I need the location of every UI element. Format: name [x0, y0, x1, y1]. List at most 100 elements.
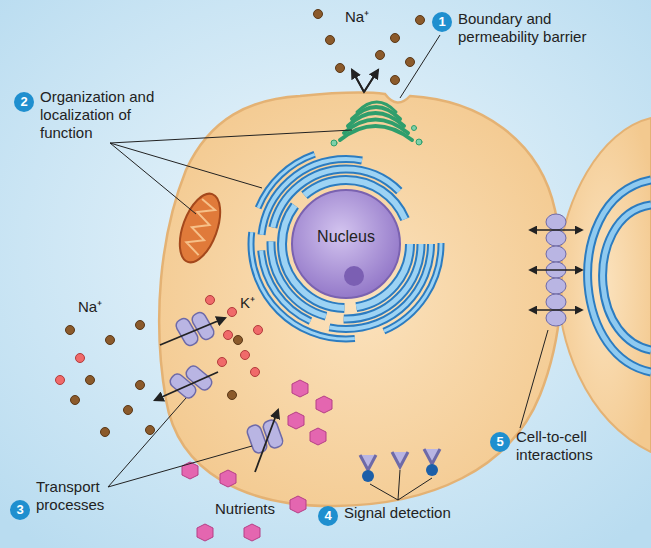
transport-arrow-part: [160, 318, 225, 345]
neighbour-er-part: [588, 180, 651, 372]
callout-number: 4: [318, 506, 338, 526]
receptor-part: [426, 464, 438, 476]
barrier-arrow: [352, 70, 378, 92]
barrier-arrow-part: [364, 70, 378, 92]
potassium-ion-part: [241, 351, 250, 360]
ion-label: Na⁺: [345, 8, 369, 26]
nutrient-molecule-part: [288, 412, 304, 429]
nutrient-molecule-part: [292, 380, 308, 397]
callout-number: 3: [10, 500, 30, 520]
endoplasmic-reticulum-part: [271, 169, 421, 319]
leader-line: [108, 35, 548, 500]
potassium-ion-part: [228, 308, 237, 317]
sodium-ion-part: [326, 36, 335, 45]
leader-line-part: [520, 330, 548, 428]
transport-protein-part: [184, 364, 214, 393]
node-label: Nucleus: [317, 228, 375, 246]
sodium-ion-part: [406, 58, 415, 67]
nutrient-molecule: [182, 380, 332, 541]
nucleolus: [344, 266, 364, 286]
endoplasmic-reticulum: [251, 149, 441, 339]
endoplasmic-reticulum-part: [251, 149, 441, 339]
sodium-ion-part: [314, 10, 323, 19]
cell-junction-part: [530, 309, 582, 311]
nutrient-molecule-part: [197, 524, 213, 541]
potassium-ion: [56, 296, 263, 385]
leader-line-part: [108, 398, 186, 487]
callout-text: Organization and localization of functio…: [40, 88, 175, 142]
leader-line-part: [398, 470, 400, 500]
sodium-ion-part: [101, 428, 110, 437]
nutrient-molecule-part: [244, 524, 260, 541]
callout-text: Transport processes: [36, 478, 126, 514]
mitochondrion: [172, 188, 229, 267]
barrier-arrow-part: [352, 70, 378, 92]
cell-junction-part: [546, 246, 566, 262]
sodium-ion-part: [124, 406, 133, 415]
transport-protein-part: [190, 310, 216, 341]
sodium-ion-part: [416, 16, 425, 25]
neighbour-er: [588, 180, 651, 372]
leader-line-part: [370, 484, 398, 500]
nuclear-envelope: [292, 190, 400, 298]
endoplasmic-reticulum-part: [271, 169, 421, 319]
potassium-ion-part: [254, 326, 263, 335]
endoplasmic-reticulum-part: [261, 159, 431, 329]
sodium-ion-part: [234, 336, 243, 345]
ion-label: K⁺: [240, 294, 255, 312]
potassium-ion-part: [76, 354, 85, 363]
sodium-ion-part: [71, 396, 80, 405]
sodium-ion-part: [228, 391, 237, 400]
callout-text: Cell-to-cell interactions: [516, 428, 626, 464]
callout-number: 1: [432, 12, 452, 32]
neighbour-er-part: [588, 180, 651, 372]
transport-arrow-part: [155, 372, 218, 400]
endoplasmic-reticulum-part: [282, 180, 410, 308]
nutrient-molecule-part: [220, 470, 236, 487]
golgi-part: [416, 139, 422, 145]
cell-membrane: [159, 93, 562, 506]
transport-protein: [168, 310, 285, 454]
endoplasmic-reticulum-part: [251, 149, 441, 339]
nutrient-molecule-part: [316, 396, 332, 413]
golgi-part: [412, 126, 417, 131]
cell-junction-part: [546, 214, 566, 230]
cell-junction-part: [546, 278, 566, 294]
barrier-arrow-part: [352, 70, 364, 92]
mitochondrion-part: [172, 188, 229, 267]
potassium-ion-part: [56, 376, 65, 385]
neighbour-er-part: [603, 205, 651, 350]
sodium-ion-part: [106, 336, 115, 345]
transport-arrow: [155, 318, 278, 472]
nutrient-molecule-part: [310, 428, 326, 445]
nutrient-molecule-part: [290, 496, 306, 513]
callout-number: 2: [14, 92, 34, 112]
cell-junction: [530, 214, 582, 326]
cell-junction-part: [546, 310, 566, 326]
golgi-part: [357, 102, 396, 112]
nucleus: Nucleus: [290, 188, 402, 300]
callout-text: Boundary and permeability barrier: [458, 10, 628, 46]
leader-line-part: [398, 478, 432, 500]
sodium-ion-part: [136, 321, 145, 330]
nutrient-molecule-part: [182, 462, 198, 479]
potassium-ion-part: [224, 331, 233, 340]
leader-line-part: [400, 35, 440, 98]
endoplasmic-reticulum-part: [282, 180, 410, 308]
receptor-part: [392, 452, 408, 467]
leader-line-part: [110, 143, 262, 188]
neighbour-er-part: [603, 205, 651, 350]
receptor-part: [362, 470, 374, 482]
cell-junction-part: [530, 229, 582, 231]
cell-junction-part: [546, 294, 566, 310]
potassium-ion-part: [218, 358, 227, 367]
golgi-part: [331, 140, 337, 146]
receptor-part: [360, 455, 376, 470]
cell-junction-part: [530, 269, 582, 271]
callout-text: Signal detection: [344, 504, 451, 522]
leader-line-part: [110, 130, 352, 143]
leader-line-part: [110, 143, 196, 214]
neighbour-cell: [558, 118, 651, 452]
